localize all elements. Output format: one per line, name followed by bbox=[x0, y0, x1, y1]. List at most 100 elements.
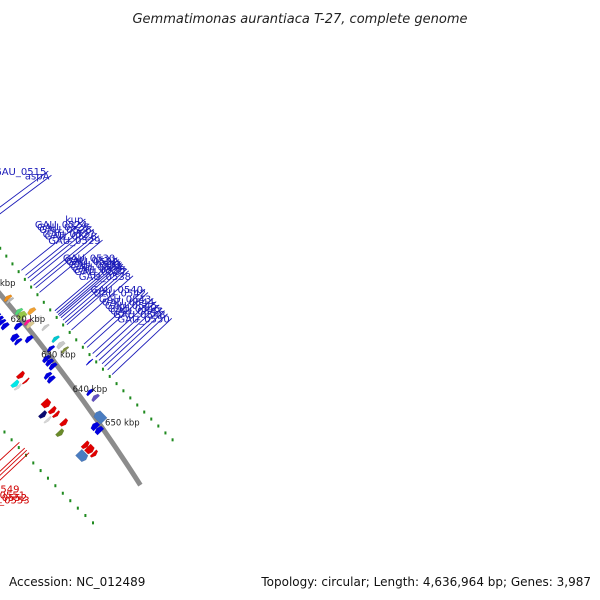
gene-arrow bbox=[46, 375, 57, 385]
label-leader-line bbox=[54, 257, 118, 312]
kbp-tick-label: 650 kbp bbox=[105, 419, 140, 429]
gc-dot bbox=[30, 285, 33, 289]
gene-arrow bbox=[41, 323, 50, 332]
gene-label: GAU_0552 bbox=[0, 493, 27, 504]
gene-arrow bbox=[25, 320, 35, 330]
gene-label: kup bbox=[65, 215, 83, 226]
label-leader-line bbox=[0, 441, 20, 461]
gene-arrow bbox=[83, 443, 95, 455]
gene-arrow bbox=[60, 346, 70, 354]
gene-arrow bbox=[43, 371, 53, 381]
gene-label: GAU_0526 bbox=[39, 225, 91, 236]
gene-arrow bbox=[47, 405, 57, 415]
gene-arrow bbox=[80, 440, 90, 450]
gene-label: GAU_0534 bbox=[71, 263, 123, 274]
gc-dot bbox=[62, 323, 65, 327]
gene-label: GAU_0543 bbox=[99, 294, 151, 305]
gc-dot bbox=[42, 300, 45, 304]
gene-arrow bbox=[56, 340, 66, 350]
label-leader-line bbox=[39, 239, 103, 293]
gene-arrow bbox=[51, 335, 61, 344]
gc-dot bbox=[11, 262, 14, 266]
gc-dot bbox=[75, 338, 78, 342]
gene-label: GAU_0548 bbox=[113, 310, 165, 321]
gc-dot bbox=[54, 484, 57, 488]
gene-arrow bbox=[23, 318, 33, 327]
gc-dot bbox=[136, 403, 139, 407]
gene-label: GAU_0530 bbox=[63, 254, 115, 265]
label-leader-line bbox=[0, 447, 26, 472]
label-leader-line bbox=[60, 263, 124, 319]
gene-arrow bbox=[15, 370, 26, 380]
gene-label: GAU_0550 bbox=[117, 314, 169, 325]
gc-dot bbox=[157, 424, 160, 428]
gc-dot bbox=[115, 382, 118, 386]
gene-label: GAU_0533 bbox=[69, 260, 121, 271]
label-leader-line bbox=[86, 292, 149, 348]
page-title: Gemmatimonas aurantiaca T-27, complete g… bbox=[132, 12, 467, 27]
label-leader-line bbox=[35, 235, 100, 289]
gene-arrow bbox=[9, 333, 21, 343]
gc-dot bbox=[23, 277, 26, 281]
gc-dot bbox=[101, 367, 104, 371]
gc-dot bbox=[17, 446, 20, 450]
label-leader-line bbox=[21, 218, 86, 271]
gene-arrow bbox=[13, 322, 24, 331]
label-leader-line bbox=[98, 304, 160, 361]
gene-label: GAU_0531 bbox=[65, 256, 117, 267]
gc-dot bbox=[150, 417, 153, 421]
gc-dot bbox=[84, 514, 87, 518]
gene-label: GAU_0545 bbox=[105, 301, 157, 312]
gc-dot bbox=[122, 389, 125, 393]
gene-arrow bbox=[33, 315, 43, 323]
gc-dot bbox=[76, 506, 79, 510]
gene-arrow bbox=[90, 421, 101, 432]
genome-backbone bbox=[0, 290, 143, 487]
label-leader-line bbox=[57, 260, 121, 315]
gene-label: GAU_0538 bbox=[79, 272, 131, 283]
label-leader-line bbox=[0, 449, 28, 476]
gc-dot bbox=[0, 246, 2, 250]
label-leader-line bbox=[64, 268, 128, 323]
label-leader-line bbox=[56, 259, 120, 314]
label-leader-line bbox=[25, 223, 90, 276]
gene-arrow bbox=[48, 362, 58, 372]
gene-arrow bbox=[37, 409, 48, 419]
gc-dot bbox=[129, 396, 132, 400]
gc-dot bbox=[88, 353, 91, 357]
label-leader-line bbox=[59, 262, 122, 317]
gene-label: GAU_0525 bbox=[37, 223, 89, 234]
gc-dot bbox=[55, 315, 58, 319]
gene-label: GAU_0553 bbox=[0, 495, 30, 506]
gc-dot bbox=[171, 438, 174, 442]
gene-arrow bbox=[0, 315, 5, 322]
gene-track bbox=[0, 294, 108, 463]
gene-label: aspA bbox=[25, 171, 50, 182]
gene-label: GAU_0536 bbox=[73, 265, 125, 276]
gene-arrow bbox=[86, 388, 95, 397]
label-leader-line bbox=[0, 174, 52, 215]
label-leader-line bbox=[92, 298, 154, 354]
gene-arrow bbox=[43, 415, 52, 424]
gc-dot bbox=[92, 521, 95, 525]
gene-arrow bbox=[24, 334, 35, 344]
gene-arrow bbox=[0, 318, 7, 327]
gene-arrow bbox=[51, 410, 61, 419]
gene-arrow bbox=[5, 296, 15, 305]
gene-label: GAU_0532 bbox=[66, 257, 118, 268]
gc-dot bbox=[39, 469, 42, 473]
kbp-tick-label: 630 kbp bbox=[41, 350, 76, 360]
gc-dot bbox=[61, 491, 64, 495]
gene-arrow bbox=[0, 321, 10, 331]
gc-dot bbox=[108, 374, 111, 378]
gene-arrow bbox=[13, 337, 23, 346]
gene-label: GAU_0527 bbox=[43, 229, 95, 240]
gene-label: GAU_0515 bbox=[0, 167, 46, 178]
label-leader-line bbox=[0, 170, 49, 208]
gene-label: GAU_0537 bbox=[74, 267, 126, 278]
gene-arrow bbox=[93, 410, 108, 425]
label-leader-line bbox=[101, 307, 163, 365]
label-leader-line bbox=[83, 288, 146, 345]
